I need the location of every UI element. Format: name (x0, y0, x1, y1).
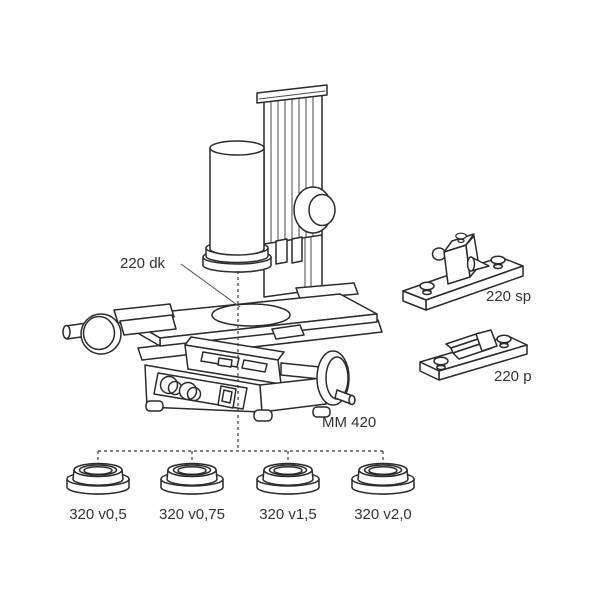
base-foot-left (145, 400, 164, 412)
label-320v20: 320 v2,0 (354, 506, 412, 523)
label-220dk: 220 dk (120, 255, 166, 272)
column-cap (256, 84, 328, 104)
y-handwheel-shaft (280, 362, 321, 380)
carriage-window-left (200, 351, 240, 368)
carriage-window-right (241, 359, 268, 373)
sp-bar-end (402, 290, 427, 311)
label-220sp: 220 sp (486, 288, 531, 305)
label-220p: 220 p (494, 368, 532, 385)
label-mm420: MM 420 (322, 414, 376, 431)
column-slat-left (275, 238, 288, 265)
y-axis-handwheel (280, 350, 356, 406)
power-switch (217, 385, 237, 409)
leader-line-220dk (180, 263, 241, 308)
stand-column (256, 84, 359, 300)
accessory-220sp (402, 232, 524, 311)
base-unit (144, 364, 331, 422)
illumination-knob-2 (178, 381, 202, 402)
sp-thumbscrew-left (419, 281, 435, 296)
carriage-pin (217, 357, 233, 368)
lens-attachments (66, 462, 415, 495)
label-320v075: 320 v0,75 (159, 506, 225, 523)
label-320v05: 320 v0,5 (69, 506, 127, 523)
p-v-guide (445, 329, 498, 360)
microscope-mm420 (62, 84, 383, 422)
stage-glass-insert (211, 303, 291, 327)
base-foot-front (253, 409, 273, 422)
label-320v15: 320 v1,5 (259, 506, 317, 523)
control-panel (153, 372, 248, 410)
p-thumbscrew-right (496, 334, 512, 349)
sp-block-top (443, 233, 475, 253)
p-bar-end (419, 361, 440, 381)
stage-clamp-tab-front (271, 324, 305, 340)
sp-top-screw (455, 232, 467, 243)
lens-ring-v05 (66, 462, 130, 495)
focus-knob (293, 186, 336, 234)
dashed-connector (97, 271, 384, 463)
tube-top (209, 140, 265, 156)
x-axis-handwheel (62, 303, 177, 355)
base-foot-right (312, 406, 331, 418)
sp-thumbscrew-right (490, 255, 506, 270)
tube-body (209, 147, 265, 256)
column-slat-right (291, 236, 303, 264)
lens-ring-v15 (256, 462, 320, 495)
accessory-220p (419, 329, 528, 381)
lens-ring-v20 (351, 462, 415, 495)
p-thumbscrew-left (433, 356, 449, 371)
illumination-knob-1 (159, 375, 183, 396)
optics-tube (202, 140, 272, 273)
lens-ring-v075 (160, 462, 224, 495)
